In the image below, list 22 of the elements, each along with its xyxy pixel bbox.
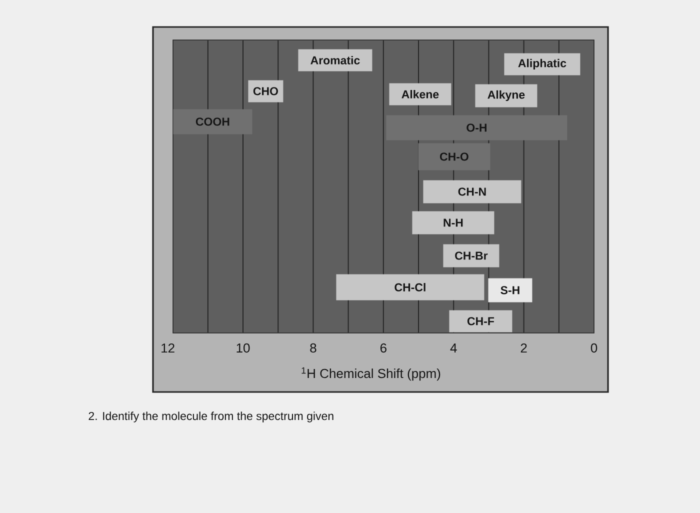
range-bar: S-H	[488, 278, 532, 302]
question-text: 2. Identify the molecule from the spectrum given	[88, 412, 334, 422]
range-bar: CH-F	[449, 310, 512, 332]
range-bar: Aromatic	[298, 49, 372, 72]
range-bar: Alkene	[389, 83, 452, 106]
axis-title: $^{1}$H Chemical Shift (ppm)	[302, 367, 440, 381]
tick-label: 2	[520, 343, 527, 353]
range-bar: Aliphatic	[504, 53, 580, 76]
tick-label: 0	[590, 343, 598, 353]
tick-label: 8	[310, 343, 316, 353]
tick-label: 12	[162, 343, 174, 353]
range-bar: CHO	[248, 80, 284, 102]
range-bar: CH-O	[418, 143, 490, 170]
range-bar: Alkyne	[475, 84, 538, 108]
tick-label: 10	[236, 343, 250, 353]
range-bar: CH-Br	[443, 244, 500, 268]
range-bar: O-H	[386, 115, 568, 140]
tick-label: 6	[380, 343, 386, 353]
range-bar: COOH	[173, 109, 252, 134]
range-bar: CH-N	[423, 180, 522, 204]
range-bar: N-H	[412, 211, 494, 234]
range-bar: CH-Cl	[336, 274, 484, 300]
